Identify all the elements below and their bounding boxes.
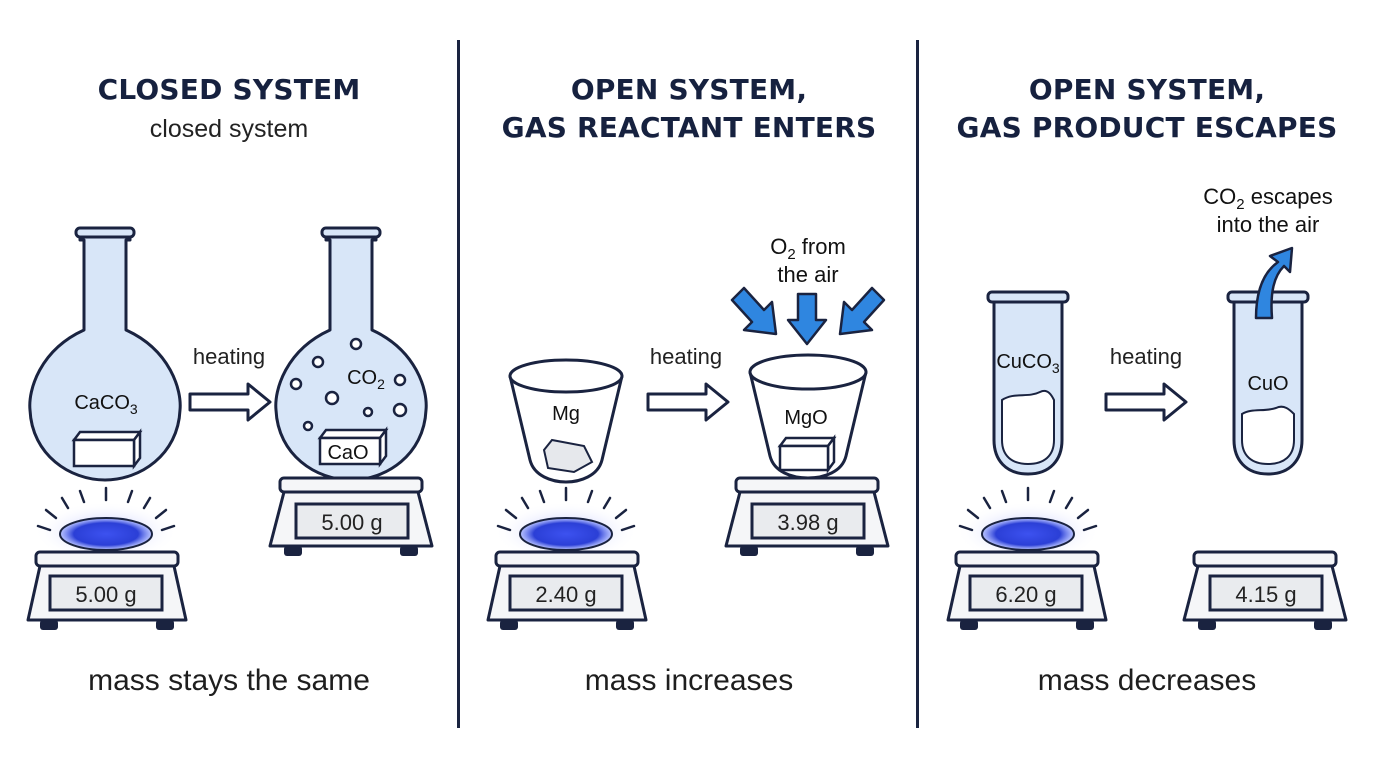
- cuco3-label: CuCO3: [996, 351, 1060, 376]
- mgo-label: MgO: [784, 407, 827, 429]
- panel-closed-system: CLOSED SYSTEM closed system: [0, 0, 458, 768]
- heating-arrow: heating: [1104, 344, 1188, 422]
- round-bottom-flask-after: CO2 CaO: [274, 226, 428, 482]
- panel-subtitle: closed system: [149, 115, 309, 143]
- co2-label: CO2: [347, 367, 385, 392]
- scale-reading: 5.00 g: [75, 582, 136, 607]
- process-label: heating: [1110, 344, 1182, 369]
- test-tube-after: CuO: [1226, 290, 1310, 476]
- test-tube-before: CuCO3: [986, 290, 1070, 476]
- balance-scale-before: 6.20 g: [946, 550, 1108, 630]
- co2-escape-note-line-1: CO2 escapes: [1203, 184, 1332, 213]
- crucible-before: Mg: [508, 358, 624, 484]
- caco3-label: CaCO3: [74, 392, 138, 417]
- oxygen-note-line-1: O2 from: [770, 234, 846, 263]
- process-label: heating: [193, 344, 265, 369]
- round-bottom-flask-before: CaCO3: [28, 226, 182, 482]
- result-statement: mass stays the same: [88, 664, 370, 697]
- panel-divider: [916, 40, 919, 728]
- panel-divider: [457, 40, 460, 728]
- panel-title-line-1: OPEN SYSTEM,: [1028, 73, 1266, 106]
- result-statement: mass increases: [584, 664, 794, 697]
- bunsen-burner-flame: [956, 486, 1100, 562]
- heating-arrow: heating: [188, 344, 272, 422]
- crucible-after: MgO: [748, 353, 868, 480]
- mgo-solid-block: [777, 434, 837, 474]
- scale-reading: 3.98 g: [777, 510, 838, 535]
- process-label: heating: [650, 344, 722, 369]
- heating-arrow: heating: [646, 344, 730, 422]
- panel-title-line-2: GAS REACTANT ENTERS: [501, 111, 877, 144]
- result-statement: mass decreases: [1037, 664, 1257, 697]
- scale-reading: 5.00 g: [321, 510, 382, 535]
- gas-product-illustration: CuCO3: [946, 184, 1348, 630]
- balance-scale-before: 2.40 g: [486, 550, 648, 630]
- cao-solid-block: [317, 426, 389, 468]
- panel-title-line-2: GAS PRODUCT ESCAPES: [956, 111, 1338, 144]
- scale-reading: 6.20 g: [995, 582, 1056, 607]
- scale-reading: 4.15 g: [1235, 582, 1296, 607]
- oxygen-inflow-arrows: [730, 286, 886, 346]
- scale-reading: 2.40 g: [535, 582, 596, 607]
- co2-escape-note-line-2: into the air: [1217, 212, 1320, 237]
- gas-reactant-illustration: Mg: [486, 234, 890, 630]
- cuo-label: CuO: [1247, 373, 1288, 395]
- cao-label: CaO: [327, 442, 368, 464]
- co2-escape-arrow: [1254, 246, 1294, 320]
- bunsen-burner-flame: [34, 486, 178, 562]
- panel-title: CLOSED SYSTEM: [97, 73, 361, 106]
- co2-bubbles: [289, 337, 408, 432]
- bunsen-burner-flame: [494, 486, 638, 562]
- balance-scale-after: 3.98 g: [724, 476, 890, 556]
- balance-scale-after: 4.15 g: [1182, 550, 1348, 630]
- mg-label: Mg: [552, 403, 580, 425]
- panel-gas-product-escapes: OPEN SYSTEM, GAS PRODUCT ESCAPES Cu: [918, 0, 1376, 768]
- caco3-solid-block: [71, 428, 143, 470]
- closed-system-illustration: CaCO3: [26, 226, 434, 630]
- oxygen-note-line-2: the air: [777, 262, 838, 287]
- panel-title-line-1: OPEN SYSTEM,: [570, 73, 808, 106]
- balance-scale-after: 5.00 g: [268, 476, 434, 556]
- balance-scale-before: 5.00 g: [26, 550, 188, 630]
- panel-gas-reactant-enters: OPEN SYSTEM, GAS REACTANT ENTERS Mg: [460, 0, 918, 768]
